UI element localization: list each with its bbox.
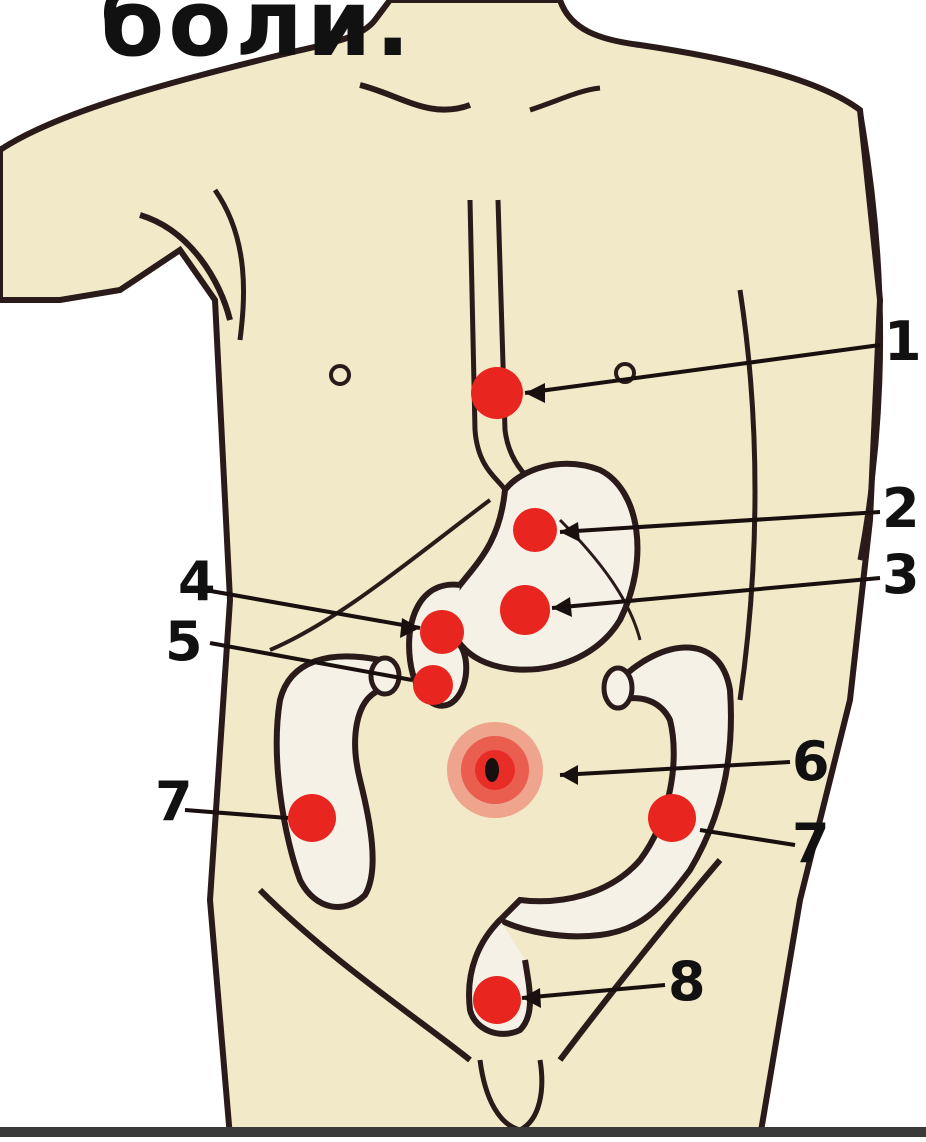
- label-1: 1: [884, 310, 922, 373]
- slide-title-fragment: боли.: [100, 0, 414, 77]
- pain-point-5: [413, 665, 453, 705]
- pain-point-8: [473, 976, 521, 1024]
- label-3: 3: [882, 543, 920, 606]
- label-8: 8: [668, 950, 706, 1013]
- pain-point-4: [420, 610, 464, 654]
- pain-point-7-left: [288, 794, 336, 842]
- torso-silhouette: [0, 0, 880, 1137]
- navel: [485, 758, 499, 782]
- pain-point-7-right: [648, 794, 696, 842]
- label-7-left: 7: [155, 770, 193, 833]
- pain-point-2: [513, 508, 557, 552]
- label-5: 5: [165, 610, 203, 673]
- pain-point-3: [500, 585, 550, 635]
- label-7-right: 7: [792, 812, 830, 875]
- label-4: 4: [178, 550, 216, 613]
- label-2: 2: [882, 477, 920, 540]
- label-6: 6: [792, 730, 830, 793]
- bottom-border: [0, 1127, 926, 1137]
- pain-point-1: [471, 367, 523, 419]
